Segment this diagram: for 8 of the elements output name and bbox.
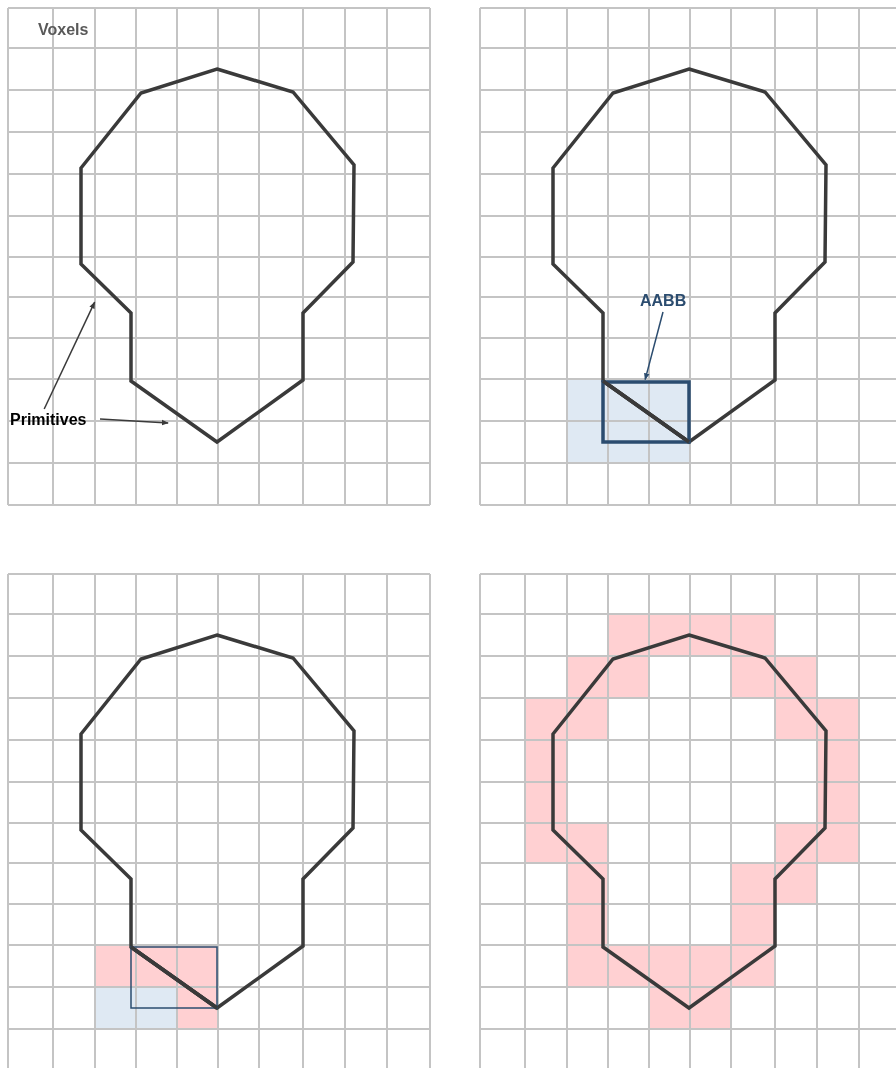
- panel-label: Voxels: [38, 21, 89, 39]
- callout-label: AABB: [640, 292, 687, 310]
- callout-label: Primitives: [10, 411, 87, 429]
- leader-line: [99, 418, 169, 426]
- aabb-box: [130, 946, 218, 1009]
- leader-line: [644, 311, 664, 381]
- leader-line: [43, 301, 96, 410]
- aabb-box: [601, 380, 691, 444]
